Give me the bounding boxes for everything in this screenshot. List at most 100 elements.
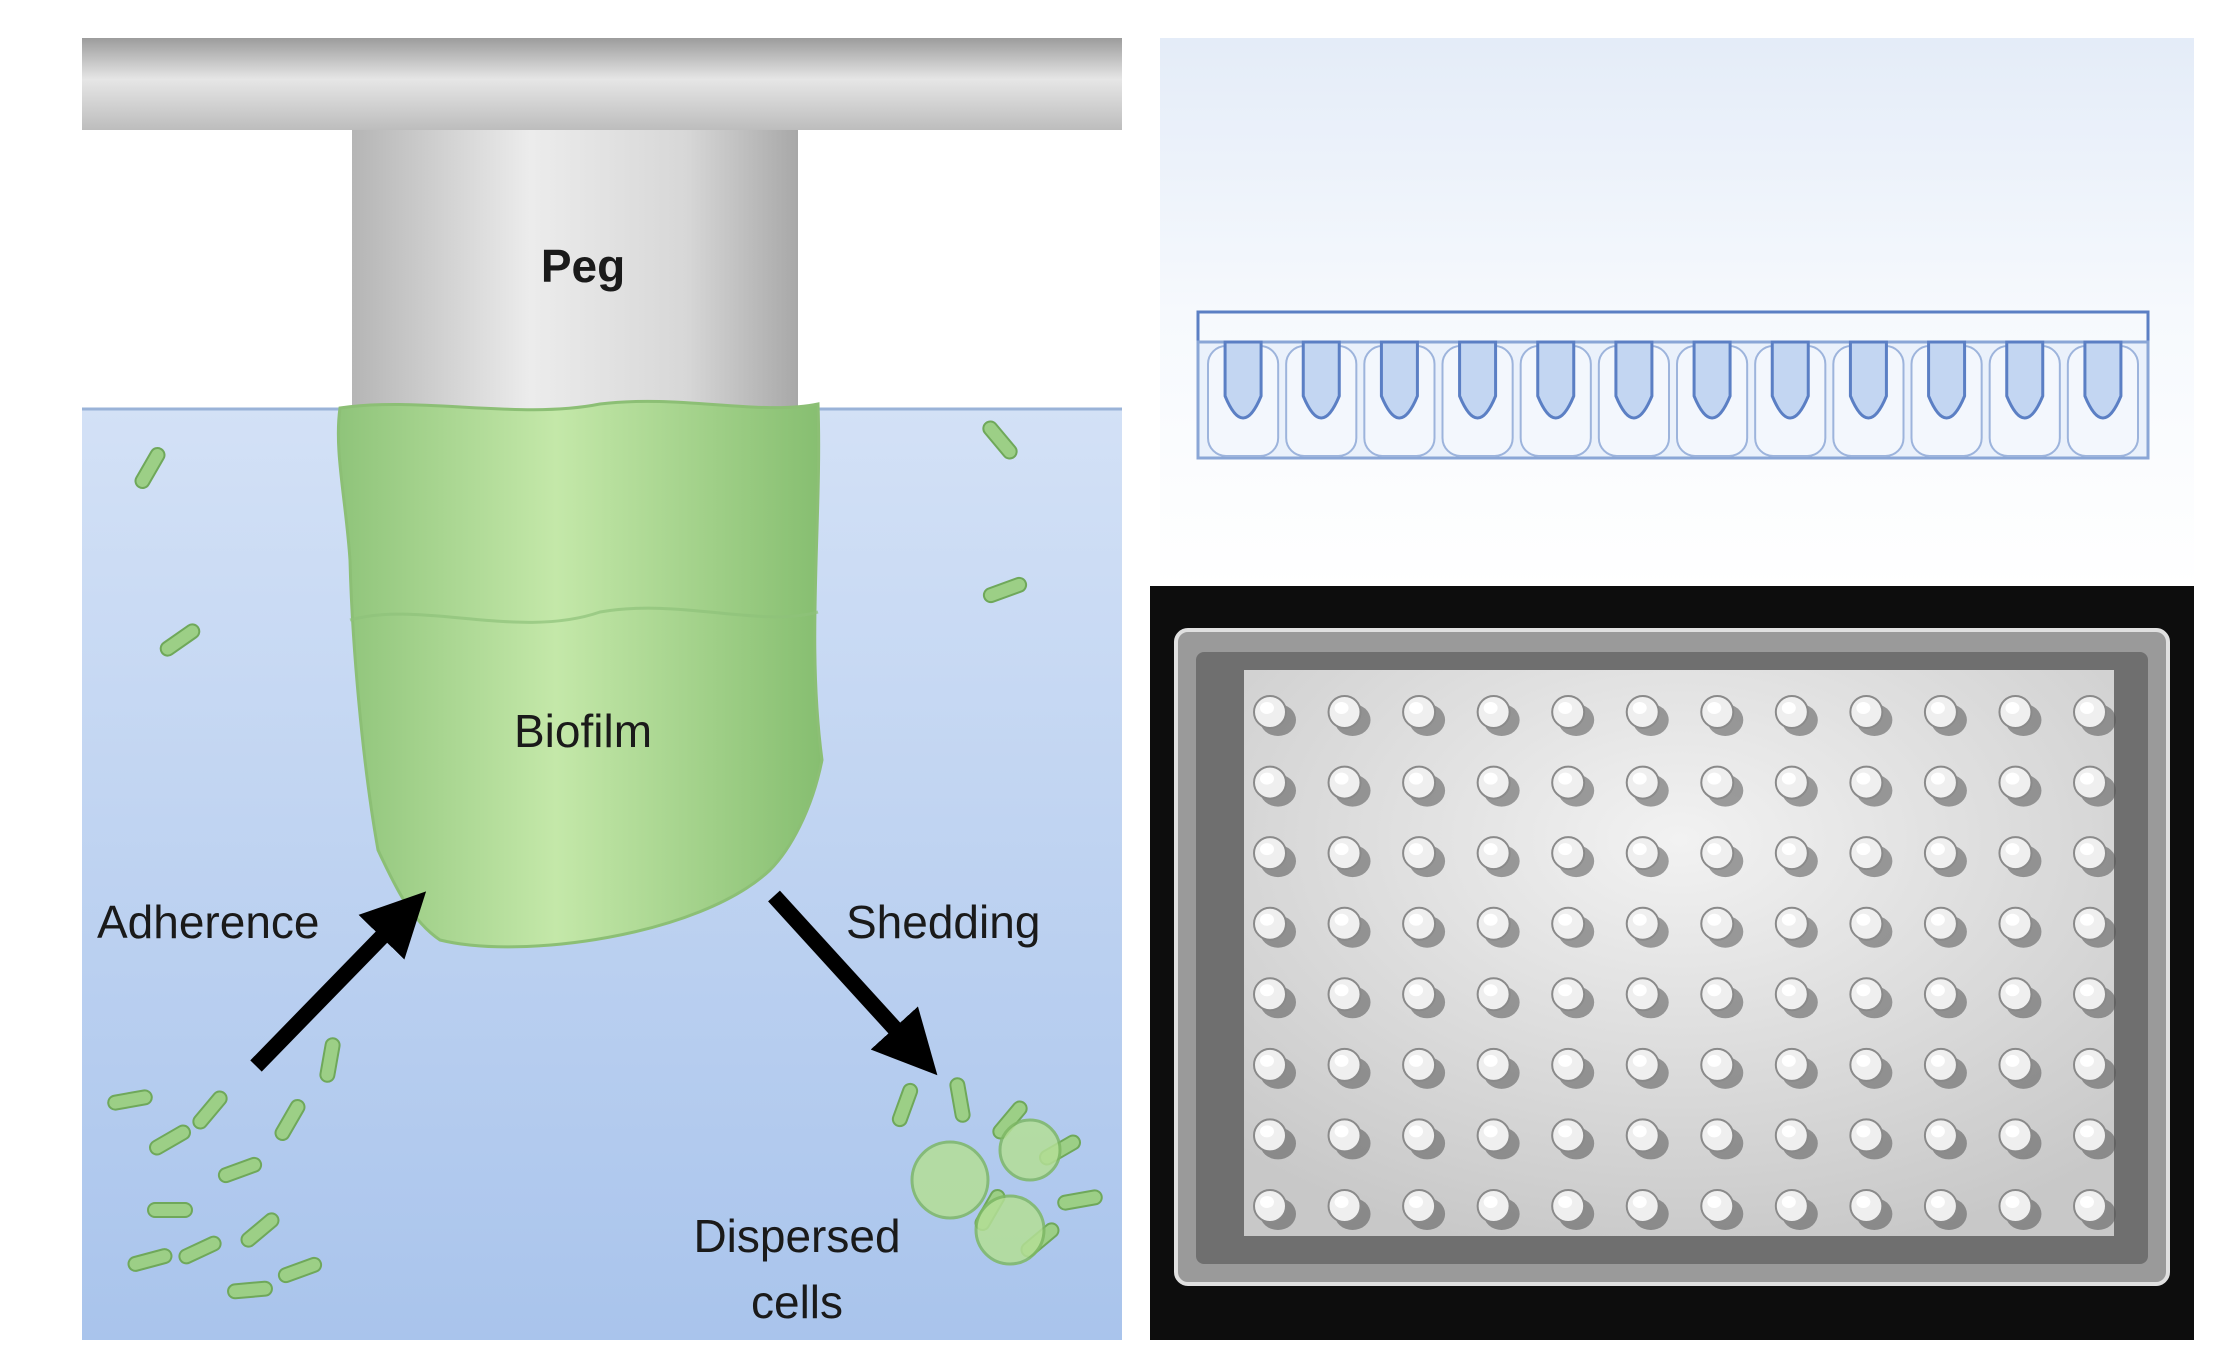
plate-peg [1774, 977, 1818, 1019]
plate-peg [1327, 977, 1371, 1019]
plate-peg [1327, 1118, 1371, 1160]
plate-peg [1402, 1118, 1446, 1160]
bacterial-cell [982, 420, 1018, 460]
bacterial-cell [982, 576, 1028, 604]
bacterial-cell [217, 1156, 263, 1184]
plate-peg [1476, 1118, 1520, 1160]
plate-peg [1998, 695, 2042, 736]
plate-peg [2073, 695, 2116, 736]
plate-peg [1551, 1047, 1595, 1089]
plate-peg [1849, 977, 1893, 1019]
bacterial-cell [1057, 1189, 1103, 1211]
shedding-label: Shedding [846, 896, 1040, 948]
dispersed-cells-label-line1: Dispersed [693, 1210, 900, 1262]
plate-peg [1253, 977, 1296, 1019]
plate-peg [1923, 906, 1967, 948]
biofilm-label: Biofilm [514, 705, 652, 757]
plate-peg [1402, 906, 1446, 948]
plate-peg [1551, 695, 1595, 736]
plate-peg [1700, 836, 1744, 878]
plate-peg [1476, 836, 1520, 878]
bacterial-cell [891, 1082, 919, 1128]
plate-peg [1476, 695, 1520, 736]
side-peg [1692, 340, 1732, 420]
bacterial-cell [192, 1090, 228, 1130]
plate-peg [2073, 765, 2116, 807]
plate-peg [1700, 906, 1744, 948]
side-peg [1223, 340, 1263, 420]
plate-peg [1700, 977, 1744, 1019]
peg-lid-bar [82, 38, 1122, 130]
plate-peg [1327, 695, 1371, 736]
side-peg [2083, 340, 2123, 420]
plate-peg [1849, 1118, 1893, 1160]
plate-peg [1551, 1118, 1595, 1160]
plate-peg [1402, 836, 1446, 878]
side-peg [1848, 340, 1888, 420]
side-peg [1458, 340, 1498, 420]
bacterial-cell [147, 1202, 193, 1218]
plate-peg [1476, 765, 1520, 807]
plate-peg [1476, 1189, 1520, 1230]
plate-peg [1625, 836, 1669, 878]
plate-peg [1625, 906, 1669, 948]
plate-peg [1327, 836, 1371, 878]
bacterial-cell [178, 1235, 222, 1265]
plate-peg [1923, 836, 1967, 878]
plate-peg [1327, 906, 1371, 948]
side-peg [2005, 340, 2045, 420]
peg [352, 130, 798, 430]
plate-peg [1476, 977, 1520, 1019]
plate-peg [1551, 1189, 1595, 1230]
plate-peg [1923, 1189, 1967, 1230]
plate-peg [1551, 906, 1595, 948]
plate-peg [1253, 1118, 1296, 1160]
plate-peg [1998, 977, 2042, 1019]
plate-peg [2073, 906, 2116, 948]
bacterial-cell [277, 1256, 323, 1284]
plate-peg [1849, 765, 1893, 807]
plate-peg [1551, 765, 1595, 807]
plate-peg [1253, 765, 1296, 807]
bacterial-cell [149, 1124, 191, 1156]
plate-peg [1327, 1189, 1371, 1230]
plate-peg [1923, 765, 1967, 807]
bacterial-cells [107, 420, 1103, 1300]
plate-side-view-panel [1160, 38, 2194, 590]
biofilm-fold [349, 606, 819, 624]
adherence-label: Adherence [97, 896, 320, 948]
bacterial-cell [227, 1280, 273, 1300]
plate-peg [1700, 765, 1744, 807]
plate-peg [1625, 695, 1669, 736]
bacterial-cell [274, 1099, 306, 1141]
bacterial-cell [134, 447, 166, 489]
bacterial-cell [127, 1248, 173, 1272]
plate-peg [1402, 1047, 1446, 1089]
side-view-wells [1207, 340, 2139, 457]
plate-peg [1551, 836, 1595, 878]
bacterial-cell [107, 1089, 153, 1111]
plate-peg [1998, 906, 2042, 948]
plate-peg [2073, 977, 2116, 1019]
plate-peg [1476, 906, 1520, 948]
plate-peg [1551, 977, 1595, 1019]
plate-peg [1998, 1118, 2042, 1160]
plate-photo-panel [1150, 586, 2194, 1340]
side-peg [1927, 340, 1967, 420]
plate-peg [1625, 1189, 1669, 1230]
plate-peg [1849, 836, 1893, 878]
side-peg [1614, 340, 1654, 420]
shedding-arrow [768, 890, 938, 1076]
dispersed-biofilm-clump [910, 1140, 990, 1220]
plate-peg [1402, 977, 1446, 1019]
plate-peg [1774, 1118, 1818, 1160]
plate-peg [1253, 1047, 1296, 1089]
peg-label: Peg [541, 240, 625, 292]
plate-peg [1700, 1189, 1744, 1230]
plate-peg [1923, 1118, 1967, 1160]
plate-peg [1774, 1047, 1818, 1089]
plate-peg [1402, 1189, 1446, 1230]
plate-peg [1253, 695, 1296, 736]
plate-peg [1774, 765, 1818, 807]
